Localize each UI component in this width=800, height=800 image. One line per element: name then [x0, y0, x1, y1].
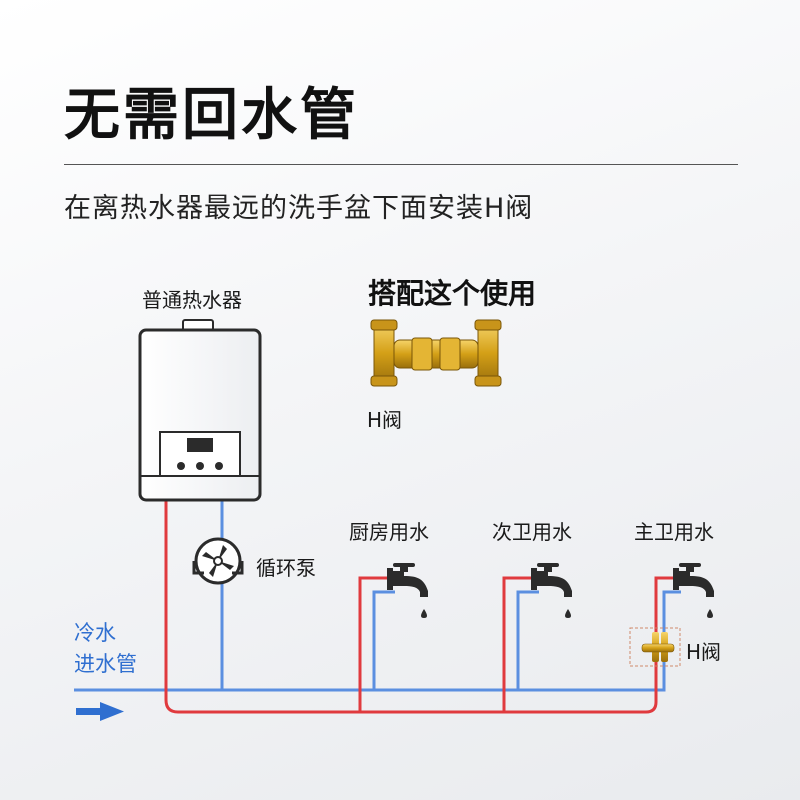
cold-inlet-label: 冷水 进水管: [74, 618, 137, 680]
heater-display: [187, 438, 213, 452]
heater-knob-icon: [215, 462, 223, 470]
page-title: 无需回水管: [64, 83, 359, 148]
cold-inlet-label-line2: 进水管: [74, 652, 137, 676]
pump-label: 循环泵: [256, 556, 316, 580]
inlet-arrow-icon: [76, 702, 124, 721]
title-divider: [64, 164, 738, 165]
h-valve-product-icon: [370, 319, 502, 387]
hot-water-pipes: [164, 500, 681, 714]
water-heater-label: 普通热水器: [142, 288, 242, 312]
tap-label-kitchen: 厨房用水: [349, 520, 429, 544]
subtitle: 在离热水器最远的洗手盆下面安装H阀: [64, 193, 534, 224]
tap-label-master-bath: 主卫用水: [634, 520, 714, 544]
kitchen-cold-riser: [372, 590, 395, 690]
guest-bath-hot-riser: [502, 576, 539, 712]
h-valve-product-label: H阀: [367, 408, 403, 432]
guest-bath-cold-riser: [516, 590, 539, 690]
combo-label: 搭配这个使用: [368, 277, 537, 310]
h-valve-icon: [629, 627, 681, 667]
h-valve-label: H阀: [686, 640, 722, 664]
kitchen-hot-riser: [358, 576, 395, 712]
circulation-pump-icon: [192, 537, 244, 585]
heater-knob-icon: [196, 462, 204, 470]
cold-inlet-label-line1: 冷水: [74, 621, 116, 645]
water-heater: [138, 319, 262, 502]
tap-label-guest-bath: 次卫用水: [492, 520, 572, 544]
hot-main-pipe: [164, 500, 681, 714]
heater-knob-icon: [177, 462, 185, 470]
